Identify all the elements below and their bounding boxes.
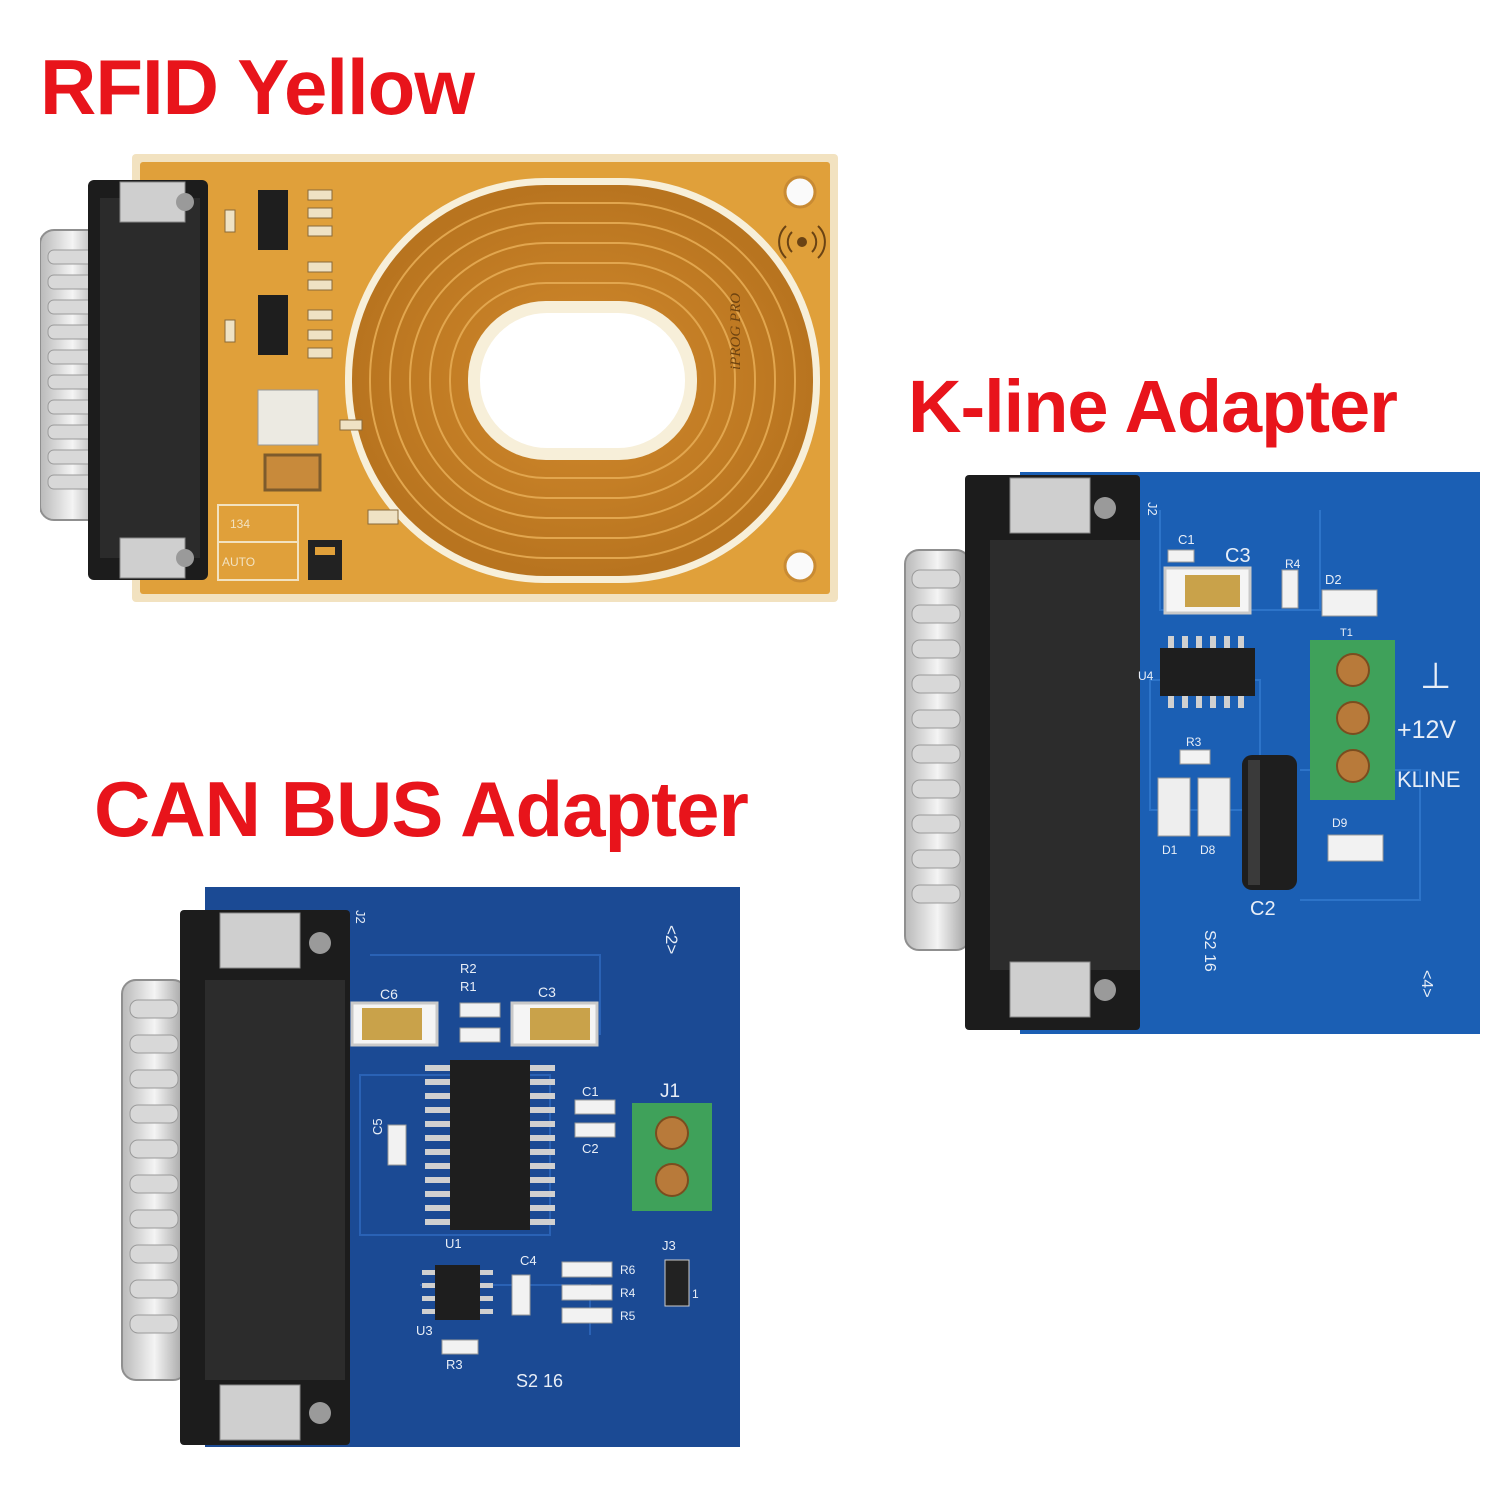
kline-d8-diode [1197, 777, 1231, 837]
can-u1-chip [425, 1060, 555, 1230]
can-label-c1: C1 [582, 1084, 599, 1099]
rfid-yellow-board: iPROG PRO [40, 150, 840, 610]
rfid-mode-selector [217, 504, 342, 581]
can-label-r4: R4 [620, 1286, 636, 1300]
kline-c2-electrolytic-capacitor [1242, 755, 1297, 890]
can-board-version: <2> [662, 925, 681, 954]
kline-board-drawing: J2 C1 C3 R4 D2 U4 T1 ⊥ +12V KLINE R3 D1 … [904, 472, 1480, 1034]
can-board-code: S2 16 [516, 1371, 563, 1391]
can-label-u1: U1 [445, 1236, 462, 1251]
can-label-j1: J1 [660, 1081, 680, 1102]
can-bus-adapter-title: CAN BUS Adapter [94, 765, 749, 853]
mode-134-label: 134 [230, 517, 250, 531]
can-board-drawing: J2 <2> R2 R1 C6 C3 C1 C2 C5 J1 U1 C4 J3 … [121, 887, 740, 1447]
can-r2-resistor [459, 1002, 501, 1018]
rfid-yellow-title: RFID Yellow [40, 43, 475, 131]
kline-label-d9: D9 [1332, 816, 1348, 830]
kline-label-j2: J2 [1145, 502, 1160, 516]
rfid-brand-text: iPROG PRO [728, 293, 744, 370]
kline-d1-diode [1157, 777, 1191, 837]
can-label-pin1: 1 [692, 1287, 699, 1301]
kline-ground-symbol: ⊥ [1420, 655, 1451, 696]
kline-d2-led [1321, 589, 1378, 617]
kline-label-u4: U4 [1138, 669, 1154, 683]
kline-label-t1: T1 [1340, 627, 1353, 639]
kline-label-r4: R4 [1285, 557, 1301, 571]
can-label-r3: R3 [446, 1357, 463, 1372]
rfid-board-drawing: iPROG PRO [40, 154, 838, 602]
can-c3-capacitor [530, 1008, 590, 1040]
can-label-j3: J3 [662, 1238, 676, 1253]
kline-label-c3: C3 [1225, 545, 1251, 567]
kline-u4-chip [1160, 636, 1255, 708]
kline-board-version: <4> [1418, 970, 1435, 998]
kline-label-c1: C1 [1178, 532, 1195, 547]
can-label-c4: C4 [520, 1253, 537, 1268]
kline-r4-resistor [1281, 569, 1299, 609]
can-label-j2: J2 [353, 910, 368, 924]
can-r3-resistor [441, 1339, 479, 1355]
kline-label-d2: D2 [1325, 572, 1342, 587]
rfid-antenna-coil [345, 178, 820, 583]
can-j3-jumper [664, 1259, 690, 1307]
kline-label-r3: R3 [1186, 735, 1202, 749]
kline-r3-resistor [1179, 749, 1211, 765]
can-j1-terminal-block [632, 1103, 712, 1211]
can-label-c2: C2 [582, 1141, 599, 1156]
kline-d9-led [1327, 834, 1384, 862]
kline-terminal-block [1310, 640, 1395, 800]
can-r4-resistor [561, 1284, 613, 1301]
can-label-c3: C3 [538, 984, 556, 1000]
can-label-u3: U3 [416, 1323, 433, 1338]
kline-label-d1: D1 [1162, 843, 1178, 857]
can-r1-resistor [459, 1027, 501, 1043]
can-c2-capacitor [574, 1122, 616, 1138]
can-c1-capacitor [574, 1099, 616, 1115]
can-label-r5: R5 [620, 1309, 636, 1323]
rfid-ic-chips [224, 189, 399, 525]
kline-label-12v: +12V [1397, 716, 1456, 744]
can-r6-resistor [561, 1261, 613, 1278]
can-label-r6: R6 [620, 1263, 636, 1277]
can-c5-capacitor [387, 1124, 407, 1166]
can-c4-capacitor [511, 1274, 531, 1316]
can-label-c5: C5 [370, 1118, 385, 1135]
mounting-hole [783, 175, 817, 209]
db25-connector [40, 180, 208, 580]
kline-c3-capacitor [1185, 575, 1240, 607]
can-u3-chip [422, 1265, 493, 1320]
kline-board-code: S2 16 [1201, 930, 1218, 972]
db25-connector [121, 910, 350, 1445]
kline-label-d8: D8 [1200, 843, 1216, 857]
db25-connector [904, 475, 1140, 1030]
kline-c1-capacitor [1167, 549, 1195, 563]
can-c6-capacitor [362, 1008, 422, 1040]
can-bus-adapter-board: J2 <2> R2 R1 C6 C3 C1 C2 C5 J1 U1 C4 J3 … [120, 885, 745, 1450]
can-label-c6: C6 [380, 986, 398, 1002]
can-r5-resistor [561, 1307, 613, 1324]
can-label-r2: R2 [460, 961, 477, 976]
kline-adapter-board: J2 C1 C3 R4 D2 U4 T1 ⊥ +12V KLINE R3 D1 … [900, 470, 1485, 1035]
kline-label-kline: KLINE [1397, 767, 1461, 792]
kline-label-c2: C2 [1250, 898, 1276, 920]
kline-adapter-title: K-line Adapter [908, 365, 1398, 448]
mounting-hole [783, 549, 817, 583]
wireless-icon [778, 225, 826, 259]
mode-auto-label: AUTO [222, 555, 255, 569]
can-label-r1: R1 [460, 979, 477, 994]
